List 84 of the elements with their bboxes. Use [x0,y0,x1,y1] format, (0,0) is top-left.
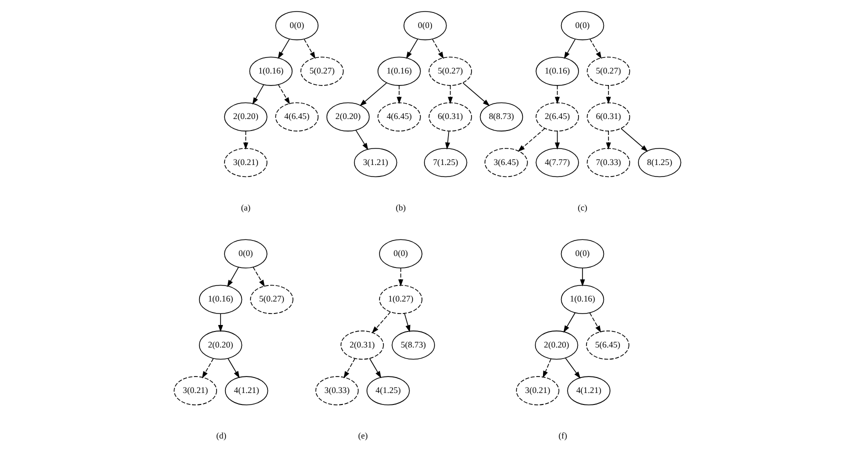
arrow [303,38,315,59]
arrow [354,130,368,150]
arrow [542,358,551,378]
node-ellipse: 4(7.77) [535,148,578,178]
arrow [218,313,223,332]
arrow [227,358,240,378]
node-ellipse: 3(0.21) [516,376,559,406]
node-ellipse: 2(0.31) [340,330,384,360]
node-ellipse: 2(0.20) [198,330,242,360]
arrow [432,38,444,59]
node-ellipse: 1(0.16) [535,56,578,86]
node-ellipse: 3(6.45) [484,148,528,178]
node-ellipse: 7(1.25) [423,148,467,178]
arrow [580,268,584,286]
node-ellipse: 0(0) [560,11,604,40]
arrow [404,313,410,332]
node-ellipse: 4(1.25) [366,376,410,406]
node-ellipse: 2(6.45) [535,102,578,132]
node-ellipse: 4(1.21) [224,376,268,406]
arrow [588,38,602,59]
node-ellipse: 5(6.45) [586,330,629,360]
node-ellipse: 2(0.20) [224,102,267,132]
arrow [201,358,214,378]
node-ellipse: 3(1.21) [353,148,397,178]
node-ellipse: 1(0.16) [377,56,420,86]
label: (b) [395,202,406,212]
label: (c) [577,202,587,212]
arrow [343,358,355,378]
label: (d) [216,430,226,441]
node-ellipse: 7(0.33) [586,148,630,178]
arrow [396,85,402,104]
arrow [368,358,381,378]
arrow [252,266,264,287]
arrow [605,85,610,104]
label: (e) [358,430,368,441]
node-ellipse: 0(0) [560,239,604,268]
arrow [564,358,580,379]
arrow [359,82,386,106]
node-ellipse: 5(0.27) [300,56,344,86]
arrow [605,130,610,150]
node-ellipse: 8(1.25) [637,148,681,178]
node-ellipse: 2(0.20) [326,102,370,132]
arrow [371,312,390,334]
arrow [252,84,264,105]
node-ellipse: 1(0.16) [198,284,242,314]
node-ellipse: 0(0) [274,11,318,40]
label: (a) [240,202,250,212]
node-ellipse: 4(1.21) [566,376,610,406]
arrow [447,85,452,104]
node-ellipse: 5(0.27) [586,56,630,86]
arrow [277,38,290,59]
arrow [406,38,418,59]
arrow [242,130,248,150]
arrow [554,85,560,104]
label: (f) [558,430,567,441]
node-ellipse: 8(8.73) [479,102,523,132]
node-ellipse: 3(0.21) [173,376,217,406]
arrow [588,312,601,333]
node-ellipse: 3(0.33) [314,376,358,406]
node-ellipse: 5(8.73) [391,330,434,360]
arrow [517,128,545,152]
node-ellipse: 5(0.27) [428,56,472,86]
node-ellipse: 2(0.20) [534,330,578,360]
node-ellipse: 0(0) [403,11,446,40]
node-ellipse: 3(0.21) [224,148,267,178]
arrow [562,312,576,333]
node-ellipse: 4(6.45) [274,102,318,132]
node-ellipse: 6(0.31) [586,102,630,132]
arrow [620,128,648,152]
arrow [277,84,290,104]
arrow [462,82,490,106]
node-ellipse: 0(0) [224,239,267,268]
node-ellipse: 4(6.45) [377,102,420,132]
arrow [444,130,450,150]
node-ellipse: 1(0.27) [378,284,422,314]
node-ellipse: 6(0.31) [428,102,472,132]
arrow [563,38,576,59]
node-ellipse: 1(0.16) [248,56,292,86]
arrow [554,130,560,150]
arrow [226,266,238,288]
node-ellipse: 1(0.16) [560,284,604,314]
node-ellipse: 5(0.27) [250,284,293,314]
node-ellipse: 0(0) [378,239,422,268]
arrow [398,268,403,286]
